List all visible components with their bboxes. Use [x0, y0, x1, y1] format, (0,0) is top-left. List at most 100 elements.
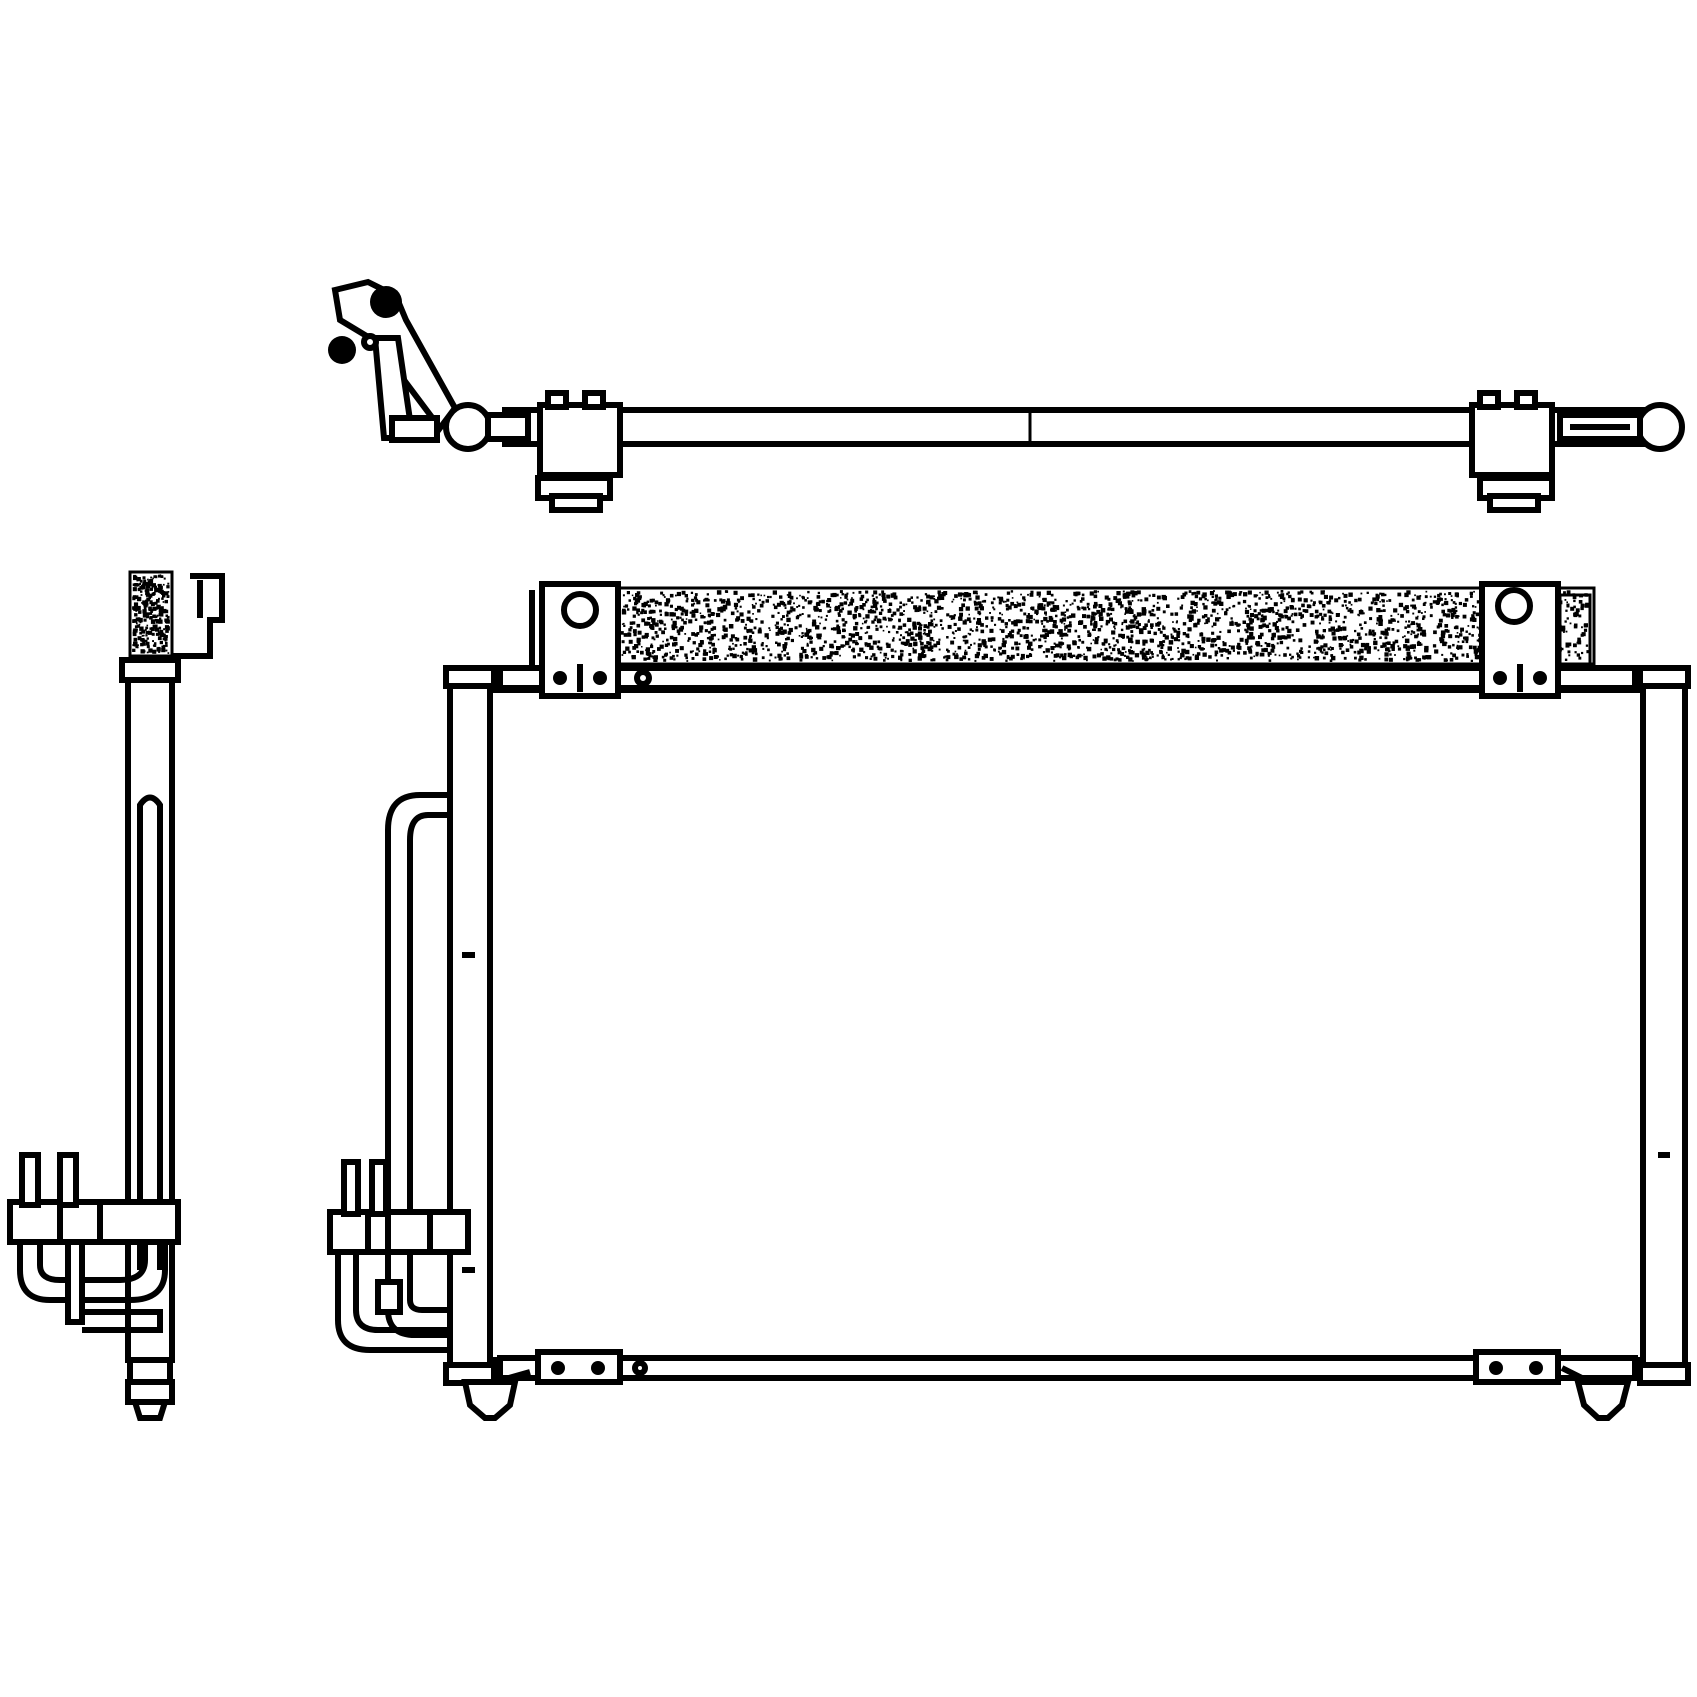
foam-speck [1299, 650, 1302, 653]
foam-speck [1462, 602, 1467, 607]
foam-speck [143, 618, 147, 622]
foam-speck [1247, 635, 1252, 640]
foam-speck [653, 638, 656, 641]
foam-speck [1253, 655, 1255, 658]
foam-speck [1383, 633, 1386, 636]
foam-speck [1201, 615, 1205, 619]
foam-speck [741, 619, 745, 623]
foam-speck [1237, 601, 1241, 605]
foam-speck [1221, 608, 1224, 611]
foam-speck [133, 575, 138, 581]
foam-speck [1280, 601, 1283, 604]
foam-speck [1170, 633, 1173, 636]
foam-speck [626, 591, 630, 595]
foam-speck [1290, 598, 1295, 603]
foam-speck [911, 601, 914, 604]
foam-speck [976, 626, 978, 629]
foam-speck [1318, 646, 1323, 651]
foam-speck [1474, 606, 1477, 608]
foam-speck [681, 618, 684, 622]
foam-speck [725, 590, 729, 593]
foam-speck [1252, 636, 1255, 640]
foam-speck [1055, 643, 1059, 648]
foam-speck [1229, 592, 1235, 598]
foam-speck [835, 605, 838, 609]
foam-speck [1397, 647, 1402, 651]
foam-speck [621, 640, 625, 644]
foam-speck [1150, 623, 1154, 627]
foam-speck [841, 593, 844, 596]
foam-speck [1310, 591, 1314, 595]
foam-speck [1249, 621, 1253, 625]
foam-speck [163, 635, 166, 638]
foam-speck [933, 598, 936, 600]
foam-speck [810, 656, 813, 659]
foam-speck [1128, 606, 1132, 609]
foam-speck [787, 594, 792, 598]
foam-speck [1108, 643, 1111, 646]
foam-speck [1151, 656, 1154, 658]
foam-speck [705, 603, 710, 608]
foam-speck [883, 617, 887, 620]
foam-speck [826, 603, 830, 608]
foam-speck [709, 641, 713, 645]
foam-speck [755, 652, 758, 656]
foam-speck [787, 631, 792, 635]
foam-speck [890, 614, 894, 617]
foam-speck [1053, 624, 1057, 627]
foam-speck [815, 602, 819, 606]
foam-speck [1583, 628, 1588, 632]
foam-speck [148, 648, 153, 653]
foam-speck [704, 629, 708, 633]
foam-speck [695, 594, 697, 597]
foam-speck [1191, 609, 1197, 614]
foam-speck [819, 622, 821, 625]
foam-speck [640, 650, 644, 655]
foam-speck [1152, 613, 1156, 617]
front-view-top-left-bracket-hole [561, 591, 599, 629]
foam-speck [1097, 628, 1102, 632]
foam-speck [1309, 590, 1312, 594]
foam-speck [999, 652, 1003, 656]
foam-speck [1082, 606, 1087, 611]
foam-speck [1205, 621, 1209, 624]
foam-speck [1048, 615, 1053, 620]
foam-speck [140, 585, 146, 590]
foam-speck [1298, 638, 1303, 643]
foam-speck [1144, 597, 1149, 602]
foam-speck [701, 640, 703, 643]
foam-speck [1321, 616, 1324, 619]
foam-speck [659, 619, 663, 624]
foam-speck [1352, 638, 1355, 641]
foam-speck [142, 600, 147, 605]
front-view-top-right-bolt [1533, 671, 1547, 685]
foam-speck [865, 619, 868, 622]
foam-speck [1384, 657, 1389, 662]
foam-speck [1261, 593, 1264, 596]
foam-speck [1011, 646, 1015, 650]
foam-speck [1162, 610, 1166, 614]
foam-speck [1450, 595, 1453, 597]
foam-speck [710, 612, 715, 616]
foam-speck [1139, 650, 1144, 655]
foam-speck [816, 595, 821, 599]
foam-speck [753, 626, 757, 630]
foam-speck [1228, 606, 1231, 609]
foam-speck [686, 660, 689, 662]
foam-speck [1187, 656, 1192, 661]
foam-speck [746, 616, 751, 621]
foam-speck [1342, 620, 1345, 624]
foam-speck [1250, 645, 1253, 648]
foam-speck [774, 656, 777, 659]
foam-speck [1267, 607, 1273, 612]
foam-speck [836, 593, 839, 597]
foam-speck [1141, 648, 1145, 652]
foam-speck [1411, 598, 1415, 602]
top-view-right-eye [1635, 402, 1685, 452]
foam-speck [1246, 623, 1251, 628]
foam-speck [907, 617, 912, 622]
foam-speck [1348, 601, 1351, 604]
foam-speck [1143, 656, 1145, 658]
foam-speck [1373, 640, 1378, 646]
foam-speck [1104, 595, 1109, 600]
